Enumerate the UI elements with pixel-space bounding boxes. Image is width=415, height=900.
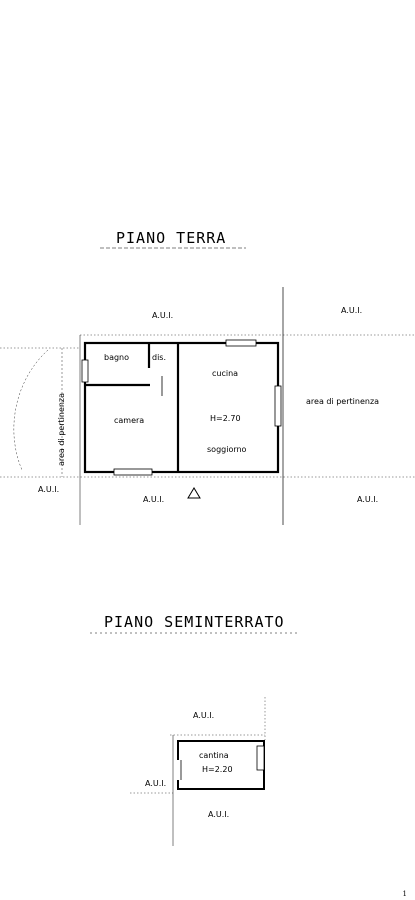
room-label-cucina: cucina bbox=[212, 369, 238, 378]
aui-label: A.U.I. bbox=[357, 495, 378, 504]
page-number: 1 bbox=[402, 890, 407, 898]
aui-label: A.U.I. bbox=[38, 485, 59, 494]
height-label: H=2.70 bbox=[210, 414, 241, 423]
room-label-soggiorno: soggiorno bbox=[207, 445, 247, 454]
basement-title: PIANO SEMINTERRATO bbox=[104, 613, 285, 631]
aui-label: A.U.I. bbox=[143, 495, 164, 504]
room-label-dis: dis. bbox=[152, 353, 166, 362]
aui-label: A.U.I. bbox=[145, 779, 166, 788]
area-label: area di pertinenza bbox=[57, 393, 66, 466]
aui-label: A.U.I. bbox=[152, 311, 173, 320]
room-label-bagno: bagno bbox=[104, 353, 129, 362]
room-label-cantina: cantina bbox=[199, 751, 229, 760]
ground-floor-title: PIANO TERRA bbox=[116, 229, 227, 247]
basement-plan: A.U.I. A.U.I. A.U.I. cantina H=2.20 bbox=[130, 697, 266, 846]
aui-label: A.U.I. bbox=[341, 306, 362, 315]
area-label: area di pertinenza bbox=[306, 397, 379, 406]
room-label-camera: camera bbox=[114, 416, 144, 425]
aui-label: A.U.I. bbox=[193, 711, 214, 720]
ground-floor-plan: A.U.I. A.U.I. A.U.I. A.U.I. A.U.I. area … bbox=[0, 287, 415, 525]
aui-label: A.U.I. bbox=[208, 810, 229, 819]
height-label: H=2.20 bbox=[202, 765, 233, 774]
